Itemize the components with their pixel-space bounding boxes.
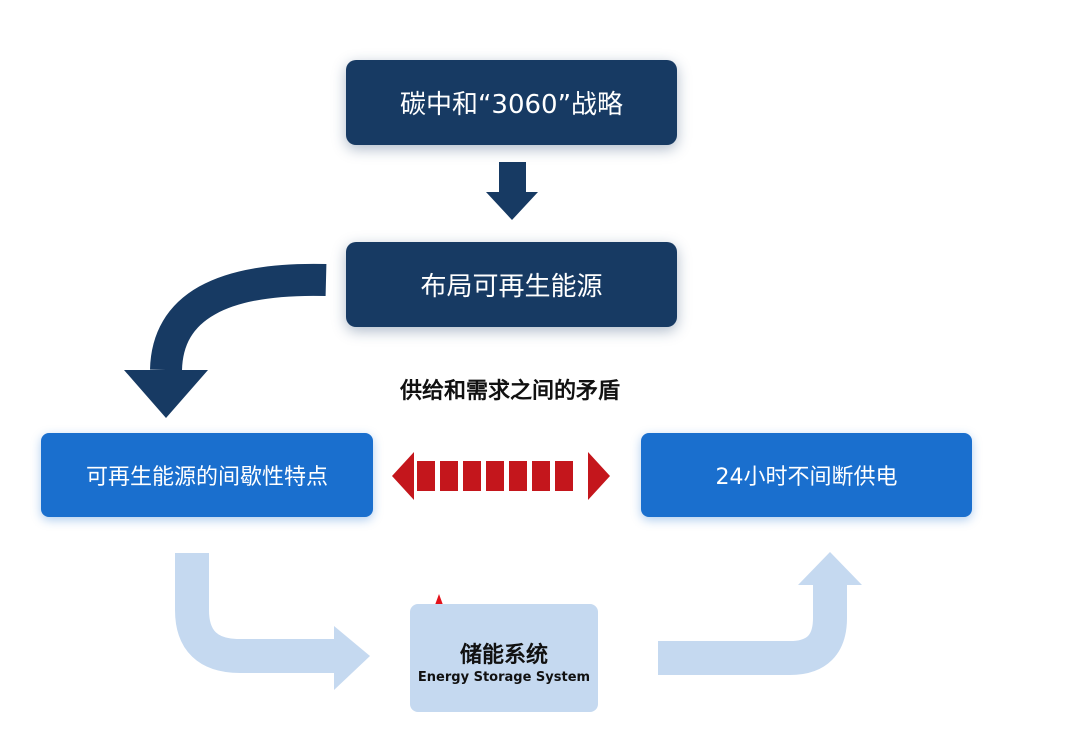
storage-title: 储能系统	[459, 643, 548, 668]
flow-in-arrow	[175, 553, 334, 673]
double-arrow-dash	[555, 461, 573, 491]
double-arrow-dash	[486, 461, 504, 491]
double-arrow	[392, 452, 610, 500]
flow-out-arrow	[658, 585, 847, 675]
contradiction-label: 供给和需求之间的矛盾	[399, 379, 620, 404]
flow-out-arrow-head	[798, 552, 862, 585]
intermittency-box: 可再生能源的间歇性特点	[41, 433, 373, 517]
storage-subtitle: Energy Storage System	[417, 670, 591, 685]
storage-box: 储能系统 Energy Storage System	[410, 604, 598, 712]
double-arrow-right-head	[588, 452, 610, 500]
double-arrow-dash	[509, 461, 527, 491]
strategy-box: 碳中和“3060”战略	[346, 60, 677, 145]
curved-down-arrow-head	[124, 370, 208, 418]
curved-down-arrow	[150, 263, 327, 372]
double-arrow-dash	[463, 461, 481, 491]
renewable-layout-box: 布局可再生能源	[346, 242, 677, 327]
double-arrow-left-head	[392, 452, 414, 500]
flow-in-arrow-head	[334, 626, 370, 690]
double-arrow-dash	[417, 461, 435, 491]
down-arrow	[486, 162, 538, 220]
double-arrow-dash	[440, 461, 458, 491]
continuous-supply-box: 24小时不间断供电	[641, 433, 972, 517]
double-arrow-dash	[532, 461, 550, 491]
